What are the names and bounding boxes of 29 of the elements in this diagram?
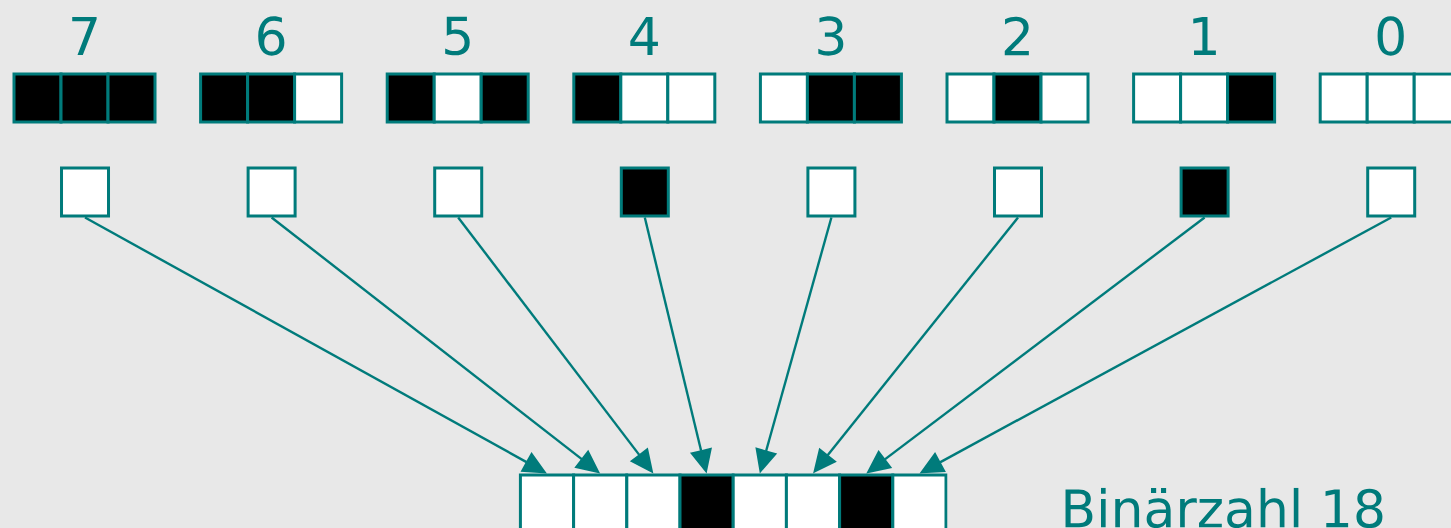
node-label: 0: [1377, 16, 1404, 56]
node-label: 2: [1004, 16, 1029, 56]
node-label: 7: [72, 17, 97, 55]
bit-pattern: 0: [1318, 16, 1451, 124]
bit-square: [246, 166, 297, 218]
bit-cell: [731, 473, 788, 528]
bit-pattern: 1: [1132, 17, 1277, 124]
bit-pattern: 2: [945, 16, 1090, 124]
bit-square: [619, 166, 670, 218]
bit-square: [1179, 166, 1230, 218]
bit-cell: [678, 473, 735, 528]
bit-cell: [891, 473, 948, 528]
bit-pattern: 7: [12, 17, 157, 124]
bit-square: [993, 166, 1043, 218]
bit-pattern: 3: [758, 16, 903, 124]
bit-square: [60, 166, 110, 218]
node-label: 5: [445, 16, 470, 56]
node-label: 3: [818, 16, 844, 56]
bit-pattern: 6: [199, 16, 344, 124]
node-label: 1: [1193, 17, 1216, 55]
bit-square: [806, 166, 857, 218]
node-label: 4: [630, 17, 658, 55]
bit-square: [433, 166, 484, 218]
bit-pattern: 5: [385, 16, 530, 124]
bit-pattern: 4: [572, 17, 717, 124]
number-caption: Binärzahl 18: [1065, 487, 1383, 528]
node-label: 6: [258, 16, 285, 56]
bit-cell: [625, 473, 682, 528]
bit-square: [1366, 166, 1417, 218]
